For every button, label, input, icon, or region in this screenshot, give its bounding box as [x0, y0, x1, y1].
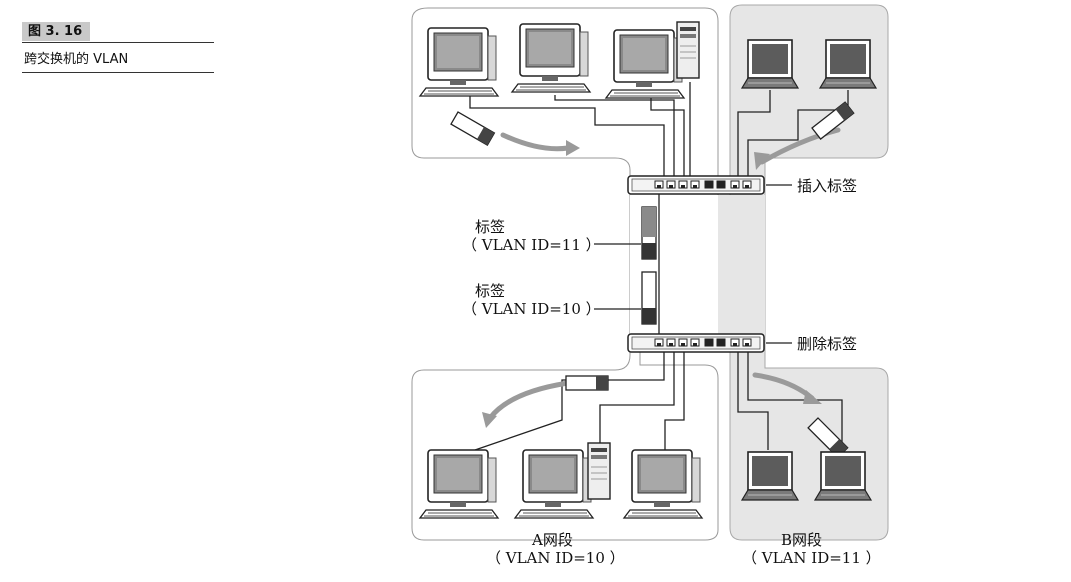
- tag-10-id: （ VLAN ID=10 ）: [462, 300, 601, 318]
- laptop-icon: [741, 39, 799, 89]
- ethernet-frame-icon: [565, 375, 609, 391]
- tag-vlan-10-frame-icon: [641, 271, 657, 325]
- figure-caption: 图 3. 16 跨交换机的 VLAN: [22, 20, 214, 73]
- cables: [469, 82, 849, 451]
- laptop-icon: [819, 39, 877, 89]
- insert-tag-label: 插入标签: [797, 177, 857, 195]
- tag-11-id: （ VLAN ID=11 ）: [462, 236, 601, 254]
- figure-number: 图 3. 16: [22, 22, 91, 41]
- caption-divider: [22, 72, 214, 73]
- tower-case-icon: [587, 442, 611, 500]
- caption-divider: [22, 42, 214, 43]
- segment-a-name: A网段: [531, 531, 573, 549]
- remove-tag-label: 删除标签: [797, 335, 857, 353]
- segment-b-region: [729, 4, 889, 541]
- tag-10-title: 标签: [475, 282, 505, 300]
- switch-bottom-icon: [627, 333, 765, 353]
- tag-vlan-11-frame-icon: [641, 206, 657, 260]
- tower-case-icon: [676, 21, 700, 79]
- segment-b-name: B网段: [781, 531, 822, 549]
- figure-title: 跨交换机的 VLAN: [24, 52, 129, 67]
- segment-b-id: （ VLAN ID=11 ）: [742, 549, 881, 567]
- segment-a-id: （ VLAN ID=10 ）: [486, 549, 625, 567]
- laptop-icon: [814, 451, 872, 501]
- laptop-icon: [741, 451, 799, 501]
- tag-11-title: 标签: [475, 218, 505, 236]
- arrow-heads: [482, 140, 822, 428]
- switch-top-icon: [627, 175, 765, 195]
